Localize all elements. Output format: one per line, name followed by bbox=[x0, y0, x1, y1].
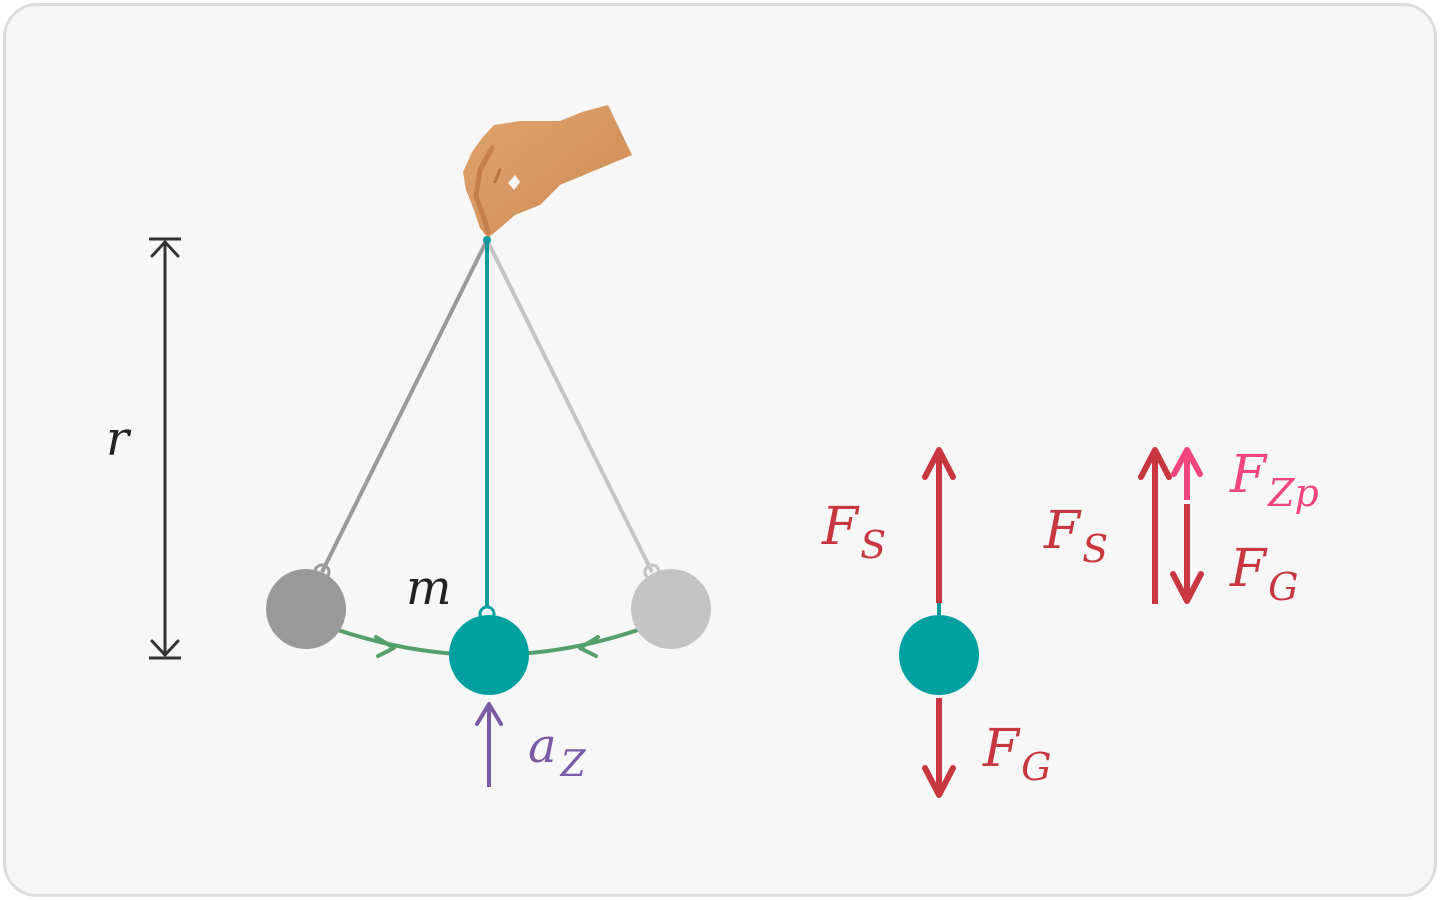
swing-arrow-right-icon bbox=[578, 635, 600, 658]
fbd-gravity-label: FG bbox=[982, 719, 1051, 789]
balance-gravity-label: FG bbox=[1229, 539, 1298, 609]
swing-arrow-left-icon bbox=[374, 635, 396, 658]
balance-tension-arrow bbox=[1138, 447, 1172, 604]
string-right bbox=[485, 239, 654, 573]
bob-center bbox=[449, 605, 529, 695]
pivot-knot bbox=[483, 236, 491, 244]
balance-gravity-arrow bbox=[1170, 504, 1204, 604]
length-label: r bbox=[106, 411, 132, 467]
fbd-tension-arrow bbox=[922, 447, 956, 616]
fbd-bob bbox=[899, 615, 979, 695]
bob-right bbox=[631, 563, 711, 649]
diagram-panel bbox=[3, 3, 1437, 897]
balance-tension-label: FS bbox=[1043, 501, 1108, 571]
bob-left bbox=[266, 563, 346, 649]
hand-icon bbox=[463, 105, 632, 238]
balance-centripetal-arrow bbox=[1171, 447, 1203, 500]
mass-label: m bbox=[406, 560, 452, 616]
fbd-tension-label: FS bbox=[821, 497, 886, 567]
length-dimension bbox=[149, 237, 181, 660]
string-left bbox=[320, 239, 489, 573]
balance-centripetal-label: FZp bbox=[1229, 445, 1319, 515]
fbd-gravity-arrow bbox=[922, 698, 956, 798]
centripetal-accel-arrow bbox=[475, 702, 503, 787]
